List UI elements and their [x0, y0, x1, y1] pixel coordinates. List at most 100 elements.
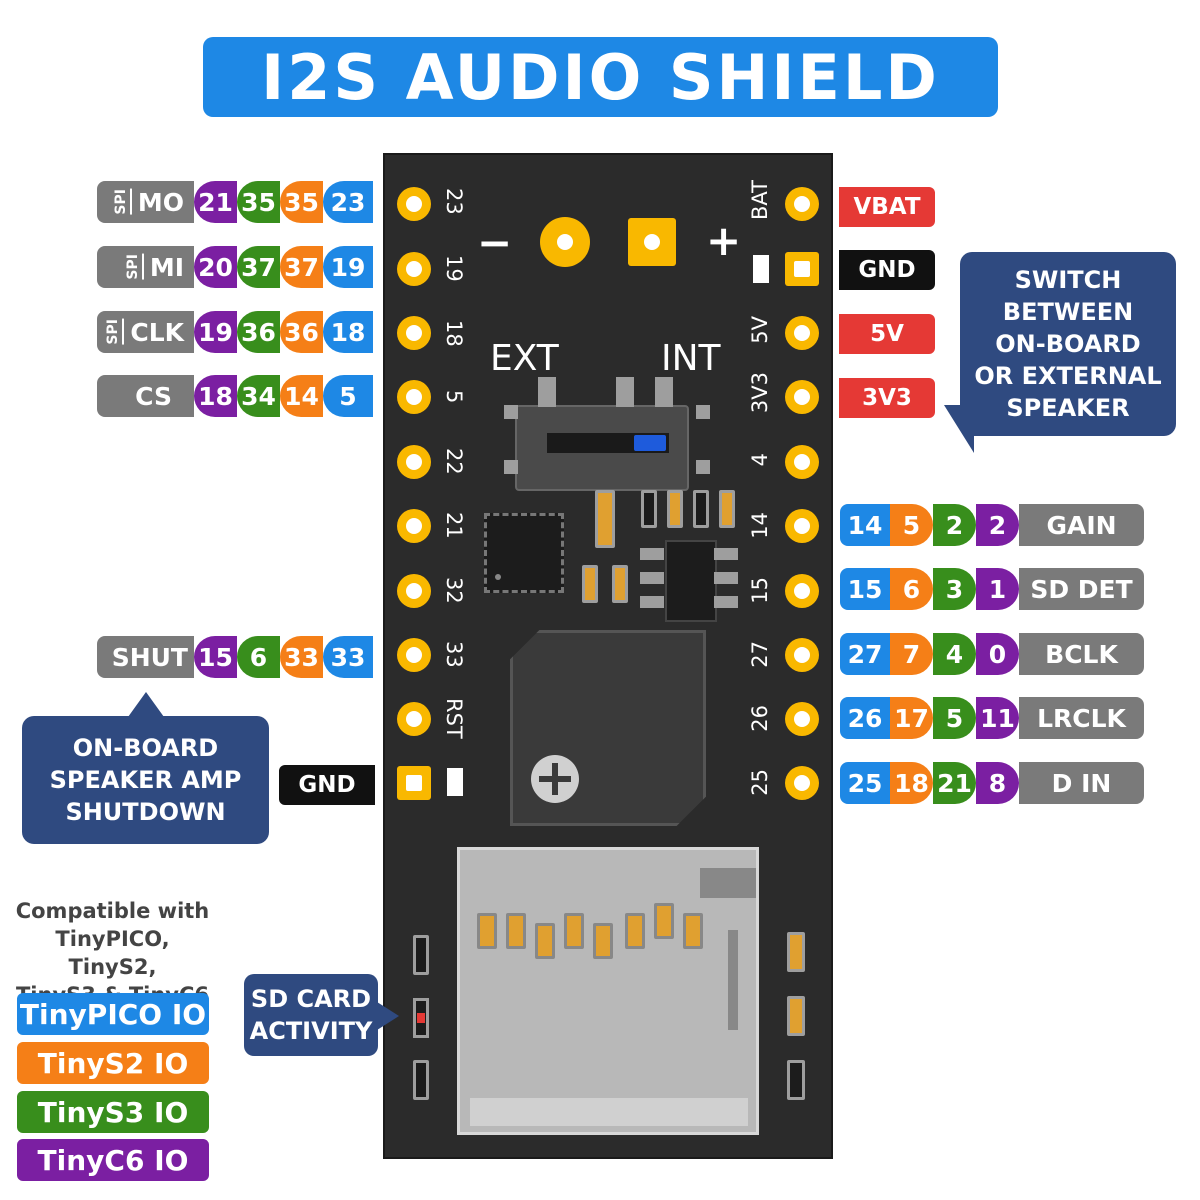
- pad-14[interactable]: [785, 509, 819, 543]
- s2-io: 35: [280, 181, 323, 223]
- pin-label-27: 27: [748, 641, 772, 668]
- left-row-mi: SPI MI 20 37 37 19: [97, 246, 373, 288]
- pin-label-23: 23: [442, 188, 466, 215]
- speaker-plus-label: +: [706, 216, 742, 265]
- pico-io: 26: [840, 697, 890, 739]
- pico-io: 33: [323, 636, 373, 678]
- gnd-right-label: GND: [839, 250, 935, 290]
- left-row-mo: SPI MO 21 35 35 23: [97, 181, 373, 223]
- speaker-minus-pad: [540, 217, 590, 267]
- pico-io: 5: [323, 375, 373, 417]
- pin-function-label: GAIN: [1019, 504, 1144, 546]
- pin-label-5v: 5V: [748, 316, 772, 344]
- pin-label-26: 26: [748, 705, 772, 732]
- pin-function-label: D IN: [1019, 762, 1144, 804]
- s2-io: 7: [890, 633, 933, 675]
- pico-io: 25: [840, 762, 890, 804]
- pad-rst[interactable]: [397, 702, 431, 736]
- pin-label-19: 19: [442, 255, 466, 282]
- s3-io: 34: [237, 375, 280, 417]
- pin-label-22: 22: [442, 448, 466, 475]
- s2-io: 36: [280, 311, 323, 353]
- pin-function-label: SPI MO: [97, 181, 194, 223]
- c6-io: 2: [976, 504, 1019, 546]
- spi-tag: SPI: [125, 254, 144, 280]
- switch-ext-label: EXT: [490, 338, 559, 379]
- s3-io: 2: [933, 504, 976, 546]
- s3-io: 36: [237, 311, 280, 353]
- pin-label-33: 33: [442, 641, 466, 668]
- 5v-label: 5V: [839, 314, 935, 354]
- pico-io: 14: [840, 504, 890, 546]
- switch-knob[interactable]: [634, 435, 666, 451]
- pin-function-label: BCLK: [1019, 633, 1144, 675]
- c6-io: 11: [976, 697, 1019, 739]
- pin-label-bat: BAT: [748, 180, 772, 220]
- slide-switch[interactable]: [515, 405, 689, 491]
- pad-15[interactable]: [785, 574, 819, 608]
- s2-io: 33: [280, 636, 323, 678]
- c6-io: 20: [194, 246, 237, 288]
- pin-label-5: 5: [442, 390, 466, 404]
- s3-io: 5: [933, 697, 976, 739]
- vbat-label: VBAT: [839, 187, 935, 227]
- pad-18[interactable]: [397, 316, 431, 350]
- spi-tag: SPI: [113, 189, 132, 215]
- sd-activity-led: [413, 998, 429, 1038]
- pad-gnd-right[interactable]: [785, 252, 819, 286]
- c6-io: 8: [976, 762, 1019, 804]
- pad-27[interactable]: [785, 638, 819, 672]
- pad-25[interactable]: [785, 766, 819, 800]
- sd-card-slot[interactable]: [457, 847, 759, 1135]
- amp-shutdown-callout: ON-BOARD SPEAKER AMP SHUTDOWN: [22, 716, 269, 844]
- legend-tinys2: TinyS2 IO: [17, 1042, 209, 1084]
- sot-chip: [665, 540, 717, 622]
- speaker-screw-icon: [531, 755, 579, 803]
- pin-function-label: CS: [97, 375, 194, 417]
- pin-label-15: 15: [748, 577, 772, 604]
- c6-io: 19: [194, 311, 237, 353]
- s2-io: 37: [280, 246, 323, 288]
- pad-gnd-left[interactable]: [397, 766, 431, 800]
- pin-function-label: SPI MI: [97, 246, 194, 288]
- pad-23[interactable]: [397, 187, 431, 221]
- pad-33[interactable]: [397, 638, 431, 672]
- pin-label-21: 21: [442, 512, 466, 539]
- pad-21[interactable]: [397, 509, 431, 543]
- c6-io: 15: [194, 636, 237, 678]
- pin-label-4: 4: [748, 453, 772, 467]
- s2-io: 6: [890, 568, 933, 610]
- pad-32[interactable]: [397, 574, 431, 608]
- pad-4[interactable]: [785, 445, 819, 479]
- pad-bat[interactable]: [785, 187, 819, 221]
- c6-io: 0: [976, 633, 1019, 675]
- left-row-clk: SPI CLK 19 36 36 18: [97, 311, 373, 353]
- pico-io: 27: [840, 633, 890, 675]
- s2-io: 14: [280, 375, 323, 417]
- s3-io: 37: [237, 246, 280, 288]
- s2-io: 5: [890, 504, 933, 546]
- pin-label-25: 25: [748, 769, 772, 796]
- pad-5v[interactable]: [785, 316, 819, 350]
- pin-label-3v3: 3V3: [748, 372, 772, 414]
- sd-callout-pointer: [377, 1002, 399, 1030]
- pico-io: 19: [323, 246, 373, 288]
- pin-label-32: 32: [442, 577, 466, 604]
- pico-io: 15: [840, 568, 890, 610]
- pad-22[interactable]: [397, 445, 431, 479]
- title-banner: I2S AUDIO SHIELD: [203, 37, 998, 117]
- s3-io: 4: [933, 633, 976, 675]
- pad-3v3[interactable]: [785, 380, 819, 414]
- onboard-speaker: [510, 630, 706, 826]
- right-row-bclk: 27 7 4 0 BCLK: [840, 633, 1144, 675]
- s2-io: 17: [890, 697, 933, 739]
- pad-5[interactable]: [397, 380, 431, 414]
- 3v3-label: 3V3: [839, 378, 935, 418]
- amp-chip: [484, 513, 564, 593]
- pad-19[interactable]: [397, 252, 431, 286]
- page-title: I2S AUDIO SHIELD: [261, 40, 940, 114]
- pad-26[interactable]: [785, 702, 819, 736]
- amp-callout-pointer: [128, 692, 164, 717]
- legend-tinyc6: TinyC6 IO: [17, 1139, 209, 1181]
- gnd-left-label: GND: [279, 765, 375, 805]
